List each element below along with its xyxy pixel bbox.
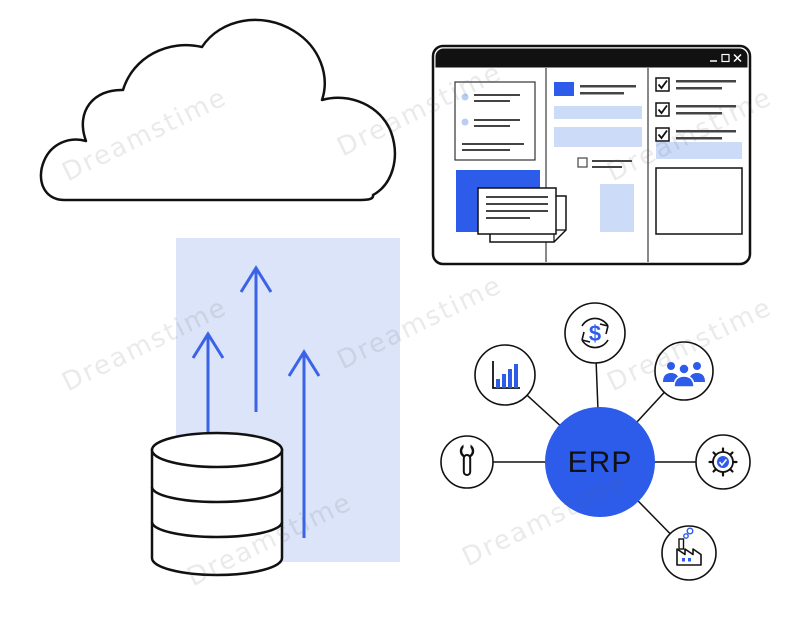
checkbox-checked-icon [655,77,670,92]
dollar-sign: $ [589,321,601,346]
checkbox-checked-icon [655,102,670,117]
blue-chip [554,82,574,96]
bar-chart-node [474,344,536,406]
wireframe-middle-column [554,82,642,232]
wireframe-list-panel [454,81,536,161]
erp-diagram: $ [440,302,751,581]
checkbox-checked-icon [655,127,670,142]
up-arrow-icon [239,265,273,412]
cloud-icon [39,18,397,202]
bar-chart-icon [492,361,520,389]
erp-center-circle [545,407,655,517]
settings-check-node [695,434,751,490]
close-icon [733,53,742,63]
checkbox-list [655,77,743,235]
gear-check-icon [708,447,738,477]
up-arrow-icon [287,349,321,538]
wrench-node [440,435,494,489]
team-node [654,341,714,401]
currency-sync-node: $ [564,302,626,364]
currency-sync-icon: $ [581,317,609,349]
maximize-icon [721,53,730,63]
wrench-icon [459,442,475,476]
erp-label: ERP [568,446,633,479]
window-controls [710,53,742,63]
browser-titlebar [435,48,748,68]
browser-window [431,44,752,266]
team-icon [663,362,705,388]
placeholder-lines [486,196,548,219]
factory-node [661,525,717,581]
stacked-note-cards [477,187,567,243]
database-icon [150,431,284,577]
factory-icon [676,527,702,566]
